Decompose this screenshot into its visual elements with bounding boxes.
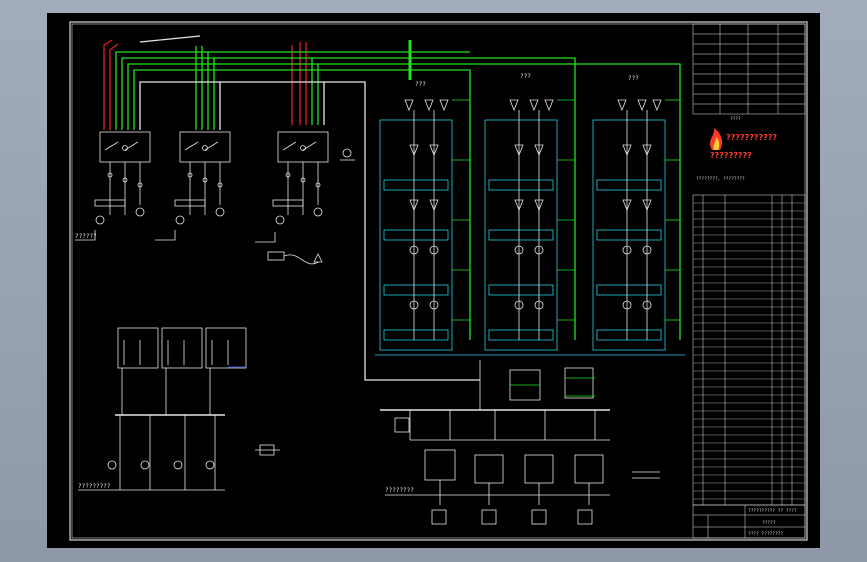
column-label-3: ??? — [628, 75, 639, 82]
panel-columns — [375, 99, 685, 356]
legend-header: ???? — [730, 116, 741, 122]
drawing-frame — [69, 21, 808, 541]
parts-list-table — [692, 194, 806, 506]
logo-text-top: ??????????? — [726, 133, 777, 142]
bottom-left-callout: ????????? — [78, 483, 111, 490]
panel-column-3 — [592, 99, 680, 351]
column-label-2: ??? — [520, 73, 531, 80]
title-block-bottom: ???? ???????? — [748, 531, 784, 537]
panel-column-2 — [484, 99, 575, 351]
legend-table-top — [692, 23, 806, 115]
lower-left-busbar — [78, 327, 280, 491]
panel-column-1 — [379, 99, 470, 351]
title-block-main: ?????????? ?? ???? — [748, 508, 797, 514]
note-line: ????????, ???????? — [696, 176, 745, 182]
drawing-sheet — [47, 13, 820, 548]
bottom-right-callout: ???????? — [385, 487, 414, 494]
cabinet-group — [75, 131, 355, 265]
feeder-lines — [103, 35, 681, 381]
title-block — [692, 504, 806, 539]
green-annotations — [510, 377, 595, 397]
parts-list-rows — [693, 202, 805, 500]
left-callout: ?????? — [75, 233, 97, 240]
lower-right-busbar — [380, 360, 660, 525]
title-block-sub: ????? — [762, 520, 776, 526]
logo-text-bottom: ????????? — [710, 151, 752, 160]
column-label-1: ??? — [415, 81, 426, 88]
flame-logo-icon — [710, 128, 722, 150]
